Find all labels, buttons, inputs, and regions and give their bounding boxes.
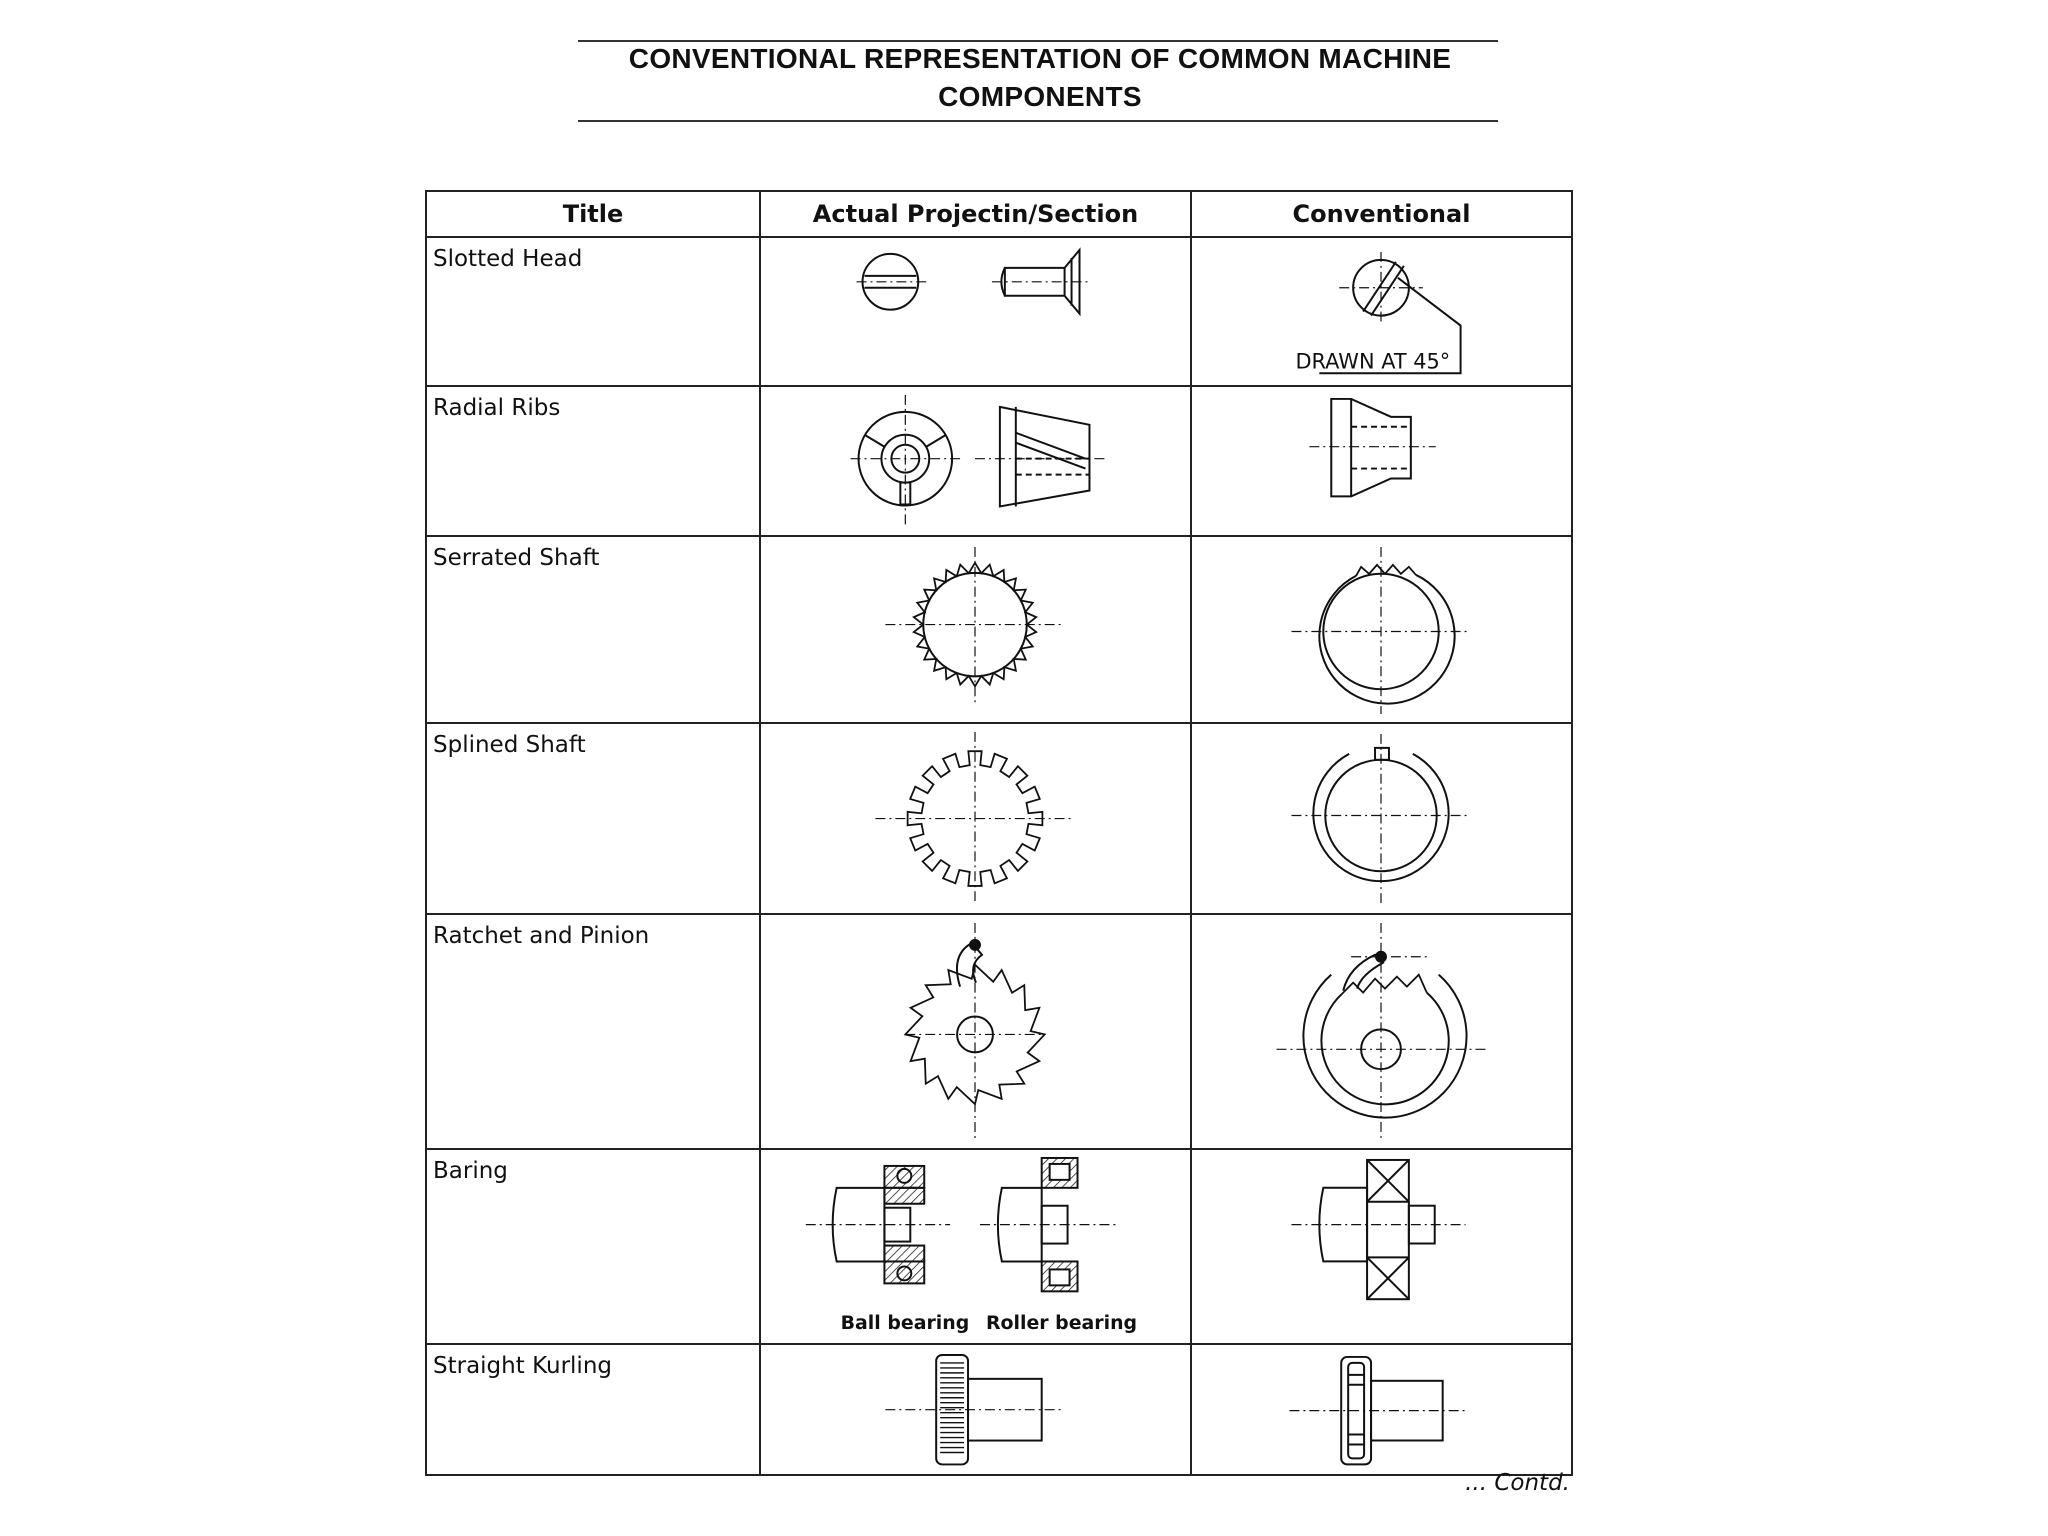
continued-note: ... Contd. (1465, 1470, 1570, 1496)
conventional-ratchet-figure (1190, 912, 1573, 1150)
conventional-radial-ribs-figure (1190, 385, 1573, 537)
table-row: Radial Ribs (425, 385, 1573, 537)
actual-ratchet-figure (759, 912, 1192, 1150)
actual-radial-ribs-figure (759, 385, 1192, 537)
drawn-at-45-note: DRAWN AT 45° (1295, 349, 1450, 373)
actual-slotted-head-figure (759, 235, 1192, 388)
conventional-bearing-figure (1190, 1147, 1573, 1345)
table-row: Baring Ball bearing (425, 1147, 1573, 1345)
actual-serrated-shaft-figure (759, 534, 1192, 724)
ball-bearing-caption: Ball bearing (841, 1312, 970, 1334)
row-title-ratchet-and-pinion: Ratchet and Pinion (425, 912, 761, 1150)
row-title-radial-ribs: Radial Ribs (425, 385, 761, 537)
actual-knurling-figure (759, 1342, 1192, 1477)
title-rule-top (578, 40, 1498, 42)
header-title: Title (425, 190, 761, 238)
row-title-splined-shaft: Splined Shaft (425, 721, 761, 915)
title-rule-bottom (578, 120, 1498, 122)
table-header-row: Title Actual Projectin/Section Conventio… (425, 190, 1573, 238)
page-title: CONVENTIONAL REPRESENTATION OF COMMON MA… (540, 40, 1540, 116)
page-title-line-2: COMPONENTS (938, 81, 1142, 112)
page-title-line-1: CONVENTIONAL REPRESENTATION OF COMMON MA… (628, 43, 1452, 74)
actual-bearing-figure: Ball bearing Roller bearing (759, 1147, 1192, 1345)
actual-splined-shaft-figure (759, 721, 1192, 915)
row-title-slotted-head: Slotted Head (425, 235, 761, 388)
conventional-knurling-figure (1190, 1342, 1573, 1477)
row-title-baring: Baring (425, 1147, 761, 1345)
roller-bearing-caption: Roller bearing (986, 1312, 1137, 1334)
table-row: Serrated Shaft (425, 534, 1573, 724)
components-table: Title Actual Projectin/Section Conventio… (425, 190, 1573, 1477)
header-conventional: Conventional (1190, 190, 1573, 238)
table-row: Straight Kurling (425, 1342, 1573, 1477)
conventional-serrated-shaft-figure (1190, 534, 1573, 724)
table-row: Slotted Head DRAWN AT (425, 235, 1573, 388)
row-title-straight-kurling: Straight Kurling (425, 1342, 761, 1477)
row-title-serrated-shaft: Serrated Shaft (425, 534, 761, 724)
conventional-slotted-head-figure: DRAWN AT 45° (1190, 235, 1573, 388)
conventional-splined-shaft-figure (1190, 721, 1573, 915)
table-row: Ratchet and Pinion (425, 912, 1573, 1150)
header-actual: Actual Projectin/Section (759, 190, 1192, 238)
table-row: Splined Shaft (425, 721, 1573, 915)
